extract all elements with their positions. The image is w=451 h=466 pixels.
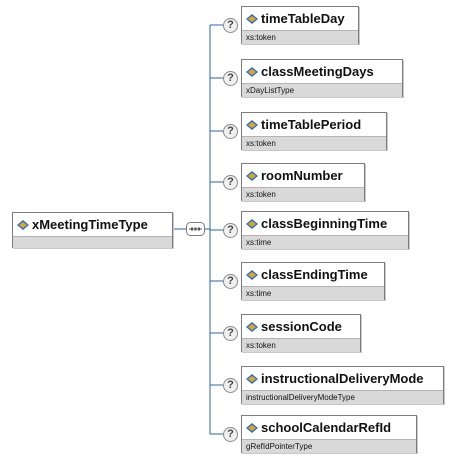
child-element-box[interactable]: classMeetingDays xDayListType [241,59,403,97]
root-element-name: xMeetingTimeType [32,217,148,232]
element-icon [17,219,29,230]
root-element-footer [13,236,172,248]
child-element-box[interactable]: timeTablePeriod xs:token [241,112,387,150]
child-element-type: instructionalDeliveryModeType [242,390,443,404]
child-element-header: classBeginningTime [242,212,408,235]
child-element-box[interactable]: classBeginningTime xs:time [241,211,409,249]
child-element-name: timeTablePeriod [261,117,362,132]
optional-occurrence-icon: ? [223,223,238,238]
child-element-header: schoolCalendarRefId [242,416,416,439]
element-icon [246,321,258,332]
optional-occurrence-icon: ? [223,71,238,86]
optional-occurrence-icon: ? [223,326,238,341]
child-element-name: sessionCode [261,319,342,334]
child-element-header: classEndingTime [242,263,384,286]
element-icon [246,13,258,24]
child-element-name: instructionalDeliveryMode [261,371,424,386]
child-element-box[interactable]: classEndingTime xs:time [241,262,385,300]
element-icon [246,373,258,384]
child-element-name: classBeginningTime [261,216,388,231]
child-element-type: xs:token [242,338,360,352]
optional-occurrence-icon: ? [223,427,238,442]
child-element-box[interactable]: instructionalDeliveryMode instructionalDe… [241,366,444,404]
sequence-compositor-icon [186,222,205,236]
child-element-box[interactable]: timeTableDay xs:token [241,6,359,44]
child-element-box[interactable]: schoolCalendarRefId gRefIdPointerType [241,415,417,453]
optional-occurrence-icon: ? [223,18,238,33]
child-element-type: xs:token [242,187,364,201]
child-element-header: roomNumber [242,164,364,187]
child-element-header: sessionCode [242,315,360,338]
root-element-header: xMeetingTimeType [13,213,172,236]
element-icon [246,422,258,433]
child-element-type: gRefIdPointerType [242,439,416,453]
child-element-name: schoolCalendarRefId [261,420,392,435]
element-icon [246,170,258,181]
element-icon [246,66,258,77]
optional-occurrence-icon: ? [223,274,238,289]
child-element-name: classMeetingDays [261,64,374,79]
child-element-name: timeTableDay [261,11,345,26]
optional-occurrence-icon: ? [223,124,238,139]
child-element-type: xDayListType [242,83,402,97]
child-element-type: xs:token [242,30,358,44]
child-element-header: instructionalDeliveryMode [242,367,443,390]
child-element-header: classMeetingDays [242,60,402,83]
child-element-type: xs:time [242,235,408,249]
element-icon [246,218,258,229]
root-element-box[interactable]: xMeetingTimeType [12,212,173,248]
child-element-name: roomNumber [261,168,343,183]
element-icon [246,269,258,280]
child-element-header: timeTablePeriod [242,113,386,136]
child-element-header: timeTableDay [242,7,358,30]
child-element-box[interactable]: sessionCode xs:token [241,314,361,352]
element-icon [246,119,258,130]
child-element-box[interactable]: roomNumber xs:token [241,163,365,201]
optional-occurrence-icon: ? [223,175,238,190]
child-element-name: classEndingTime [261,267,368,282]
optional-occurrence-icon: ? [223,378,238,393]
child-element-type: xs:token [242,136,386,150]
child-element-type: xs:time [242,286,384,300]
